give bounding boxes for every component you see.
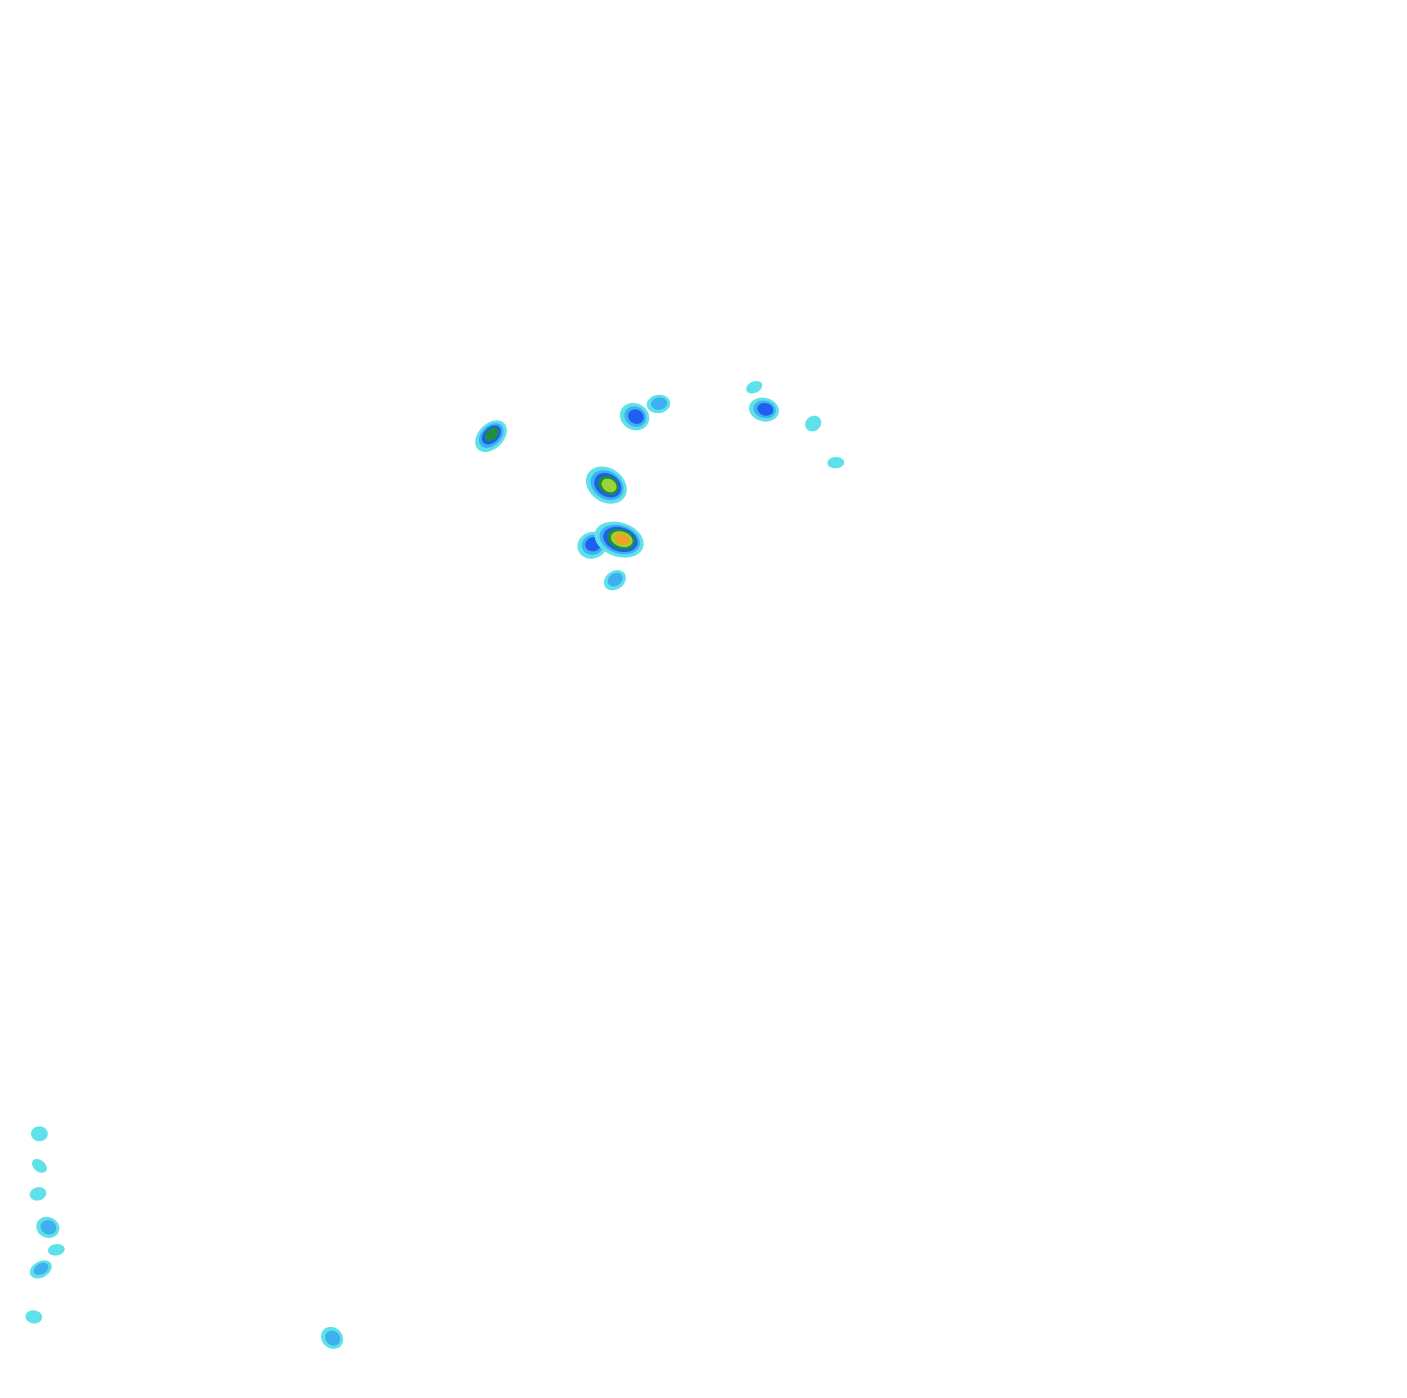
- contour-peak: [29, 1187, 47, 1201]
- contour-level-1: [40, 1220, 57, 1235]
- contour-peak: [47, 1244, 65, 1256]
- contour-peak: [29, 1260, 52, 1279]
- contour-level-3: [484, 427, 499, 442]
- contour-level-1: [651, 397, 668, 410]
- contour-level-0: [805, 415, 822, 432]
- contour-peak: [31, 1159, 47, 1173]
- contour-peak: [25, 1310, 43, 1324]
- contour-level-1: [607, 572, 623, 587]
- contour-level-1: [33, 1262, 49, 1275]
- contour-peak: [646, 394, 671, 414]
- contour-level-0: [827, 456, 845, 469]
- contour-peak: [805, 415, 822, 432]
- contour-peak: [475, 420, 507, 453]
- contour-level-4: [601, 478, 617, 493]
- contour-peak: [746, 380, 763, 394]
- contour-peak: [827, 456, 845, 469]
- contour-peak: [603, 570, 626, 591]
- contour-level-0: [25, 1310, 43, 1324]
- contour-level-2: [757, 402, 774, 416]
- contour-level-0: [47, 1244, 65, 1256]
- contour-peak: [619, 402, 650, 431]
- contour-peak: [320, 1326, 344, 1349]
- contour-peak: [585, 466, 627, 504]
- contour-level-1: [325, 1330, 341, 1346]
- contour-peak: [749, 397, 779, 422]
- contour-level-0: [31, 1159, 47, 1173]
- contour-level-0: [31, 1126, 48, 1142]
- contour-level-0: [746, 380, 763, 394]
- contour-level-0: [29, 1187, 47, 1201]
- contour-level-5: [614, 533, 631, 545]
- contour-peak: [594, 521, 644, 558]
- contour-level-2: [628, 409, 644, 424]
- contour-peak: [31, 1126, 48, 1142]
- contour-peak: [36, 1216, 60, 1238]
